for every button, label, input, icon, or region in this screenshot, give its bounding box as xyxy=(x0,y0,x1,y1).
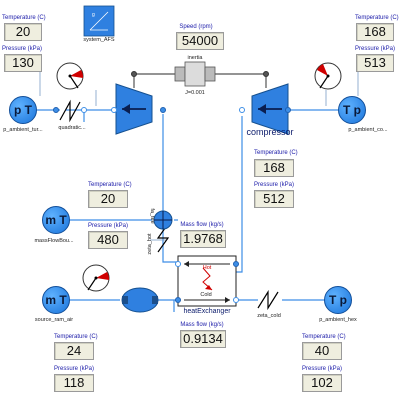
p-ambient-hex-label: p_ambient_hex xyxy=(319,317,357,323)
top-left-temperature-display: 20 xyxy=(4,23,42,41)
mass-flow-boundary[interactable]: m T xyxy=(42,206,70,234)
bottom-right-temperature-display: 40 xyxy=(302,342,342,360)
compressor-symbol xyxy=(251,83,289,135)
inertia-param-label: J=0.001 xyxy=(185,90,205,96)
turbine-symbol xyxy=(115,83,153,135)
quadratic-resistor-symbol xyxy=(59,99,81,123)
bottom-left-pressure-display: 118 xyxy=(54,374,94,392)
compressor-temperature-display: 168 xyxy=(254,159,294,177)
compressor-label: compressor xyxy=(246,127,294,137)
top-right-pressure-display: 513 xyxy=(356,54,394,72)
compressor-outlet-port[interactable] xyxy=(239,107,245,113)
bottom-right-pressure-label: Pressure (kPa) xyxy=(302,366,343,372)
bottom-right-temperature-label: Temperature (C) xyxy=(302,334,346,340)
hex-cold-outlet-port[interactable] xyxy=(233,297,239,303)
signal-connections xyxy=(39,62,359,241)
ram-air-volume-symbol xyxy=(121,287,159,313)
bottom-left-pressure-label: Pressure (kPa) xyxy=(54,366,95,372)
top-left-pressure-display: 130 xyxy=(4,54,42,72)
p-ambient-co-label: p_ambient_co... xyxy=(348,127,388,133)
zeta-hot-label: zeta_hot xyxy=(147,233,153,255)
compressor-pressure-display: 512 xyxy=(254,190,294,208)
hex-cold-inlet-port[interactable] xyxy=(175,297,181,303)
hot-mass-flow-label: Mass flow (kg/s) xyxy=(180,222,224,228)
mid-left-temperature-display: 20 xyxy=(88,190,128,208)
mid-left-temperature-label: Temperature (C) xyxy=(88,182,132,188)
hex-hot-inlet-port[interactable] xyxy=(233,261,239,267)
zeta-cold-label: zeta_cold xyxy=(257,313,281,319)
cold-label: Cold xyxy=(200,292,212,298)
shaft-left-port[interactable] xyxy=(131,71,137,77)
inertia-symbol xyxy=(174,61,216,87)
mass-flow-boundary-label: massFlowBou... xyxy=(34,238,74,244)
cold-mass-flow-display: 0.9134 xyxy=(180,330,226,348)
top-right-temperature-display: 168 xyxy=(356,23,394,41)
system-afs-label: system_AFS xyxy=(83,37,115,43)
p-ambient-co-boundary[interactable]: T p xyxy=(338,96,366,124)
top-left-temperature-label: Temperature (C) xyxy=(2,15,46,21)
cold-mass-flow-label: Mass flow (kg/s) xyxy=(180,322,224,328)
mid-left-pressure-display: 480 xyxy=(88,231,128,249)
speed-display: 54000 xyxy=(176,32,224,50)
system-afs-symbol: g xyxy=(83,5,115,37)
gauge-left-symbol xyxy=(56,62,84,90)
bottom-left-temperature-display: 24 xyxy=(54,342,94,360)
heat-exchanger-symbol xyxy=(177,255,237,307)
hot-label: Hot xyxy=(202,265,212,271)
tee-junction-symbol xyxy=(153,210,173,230)
quadratic-label: quadratic... xyxy=(58,125,86,131)
source-ram-air-label: source_ram_air xyxy=(34,317,74,323)
top-right-pressure-label: Pressure (kPa) xyxy=(355,46,396,52)
mid-left-pressure-label: Pressure (kPa) xyxy=(88,223,129,229)
gauge-bottom-symbol xyxy=(82,264,110,292)
compressor-temperature-label: Temperature (C) xyxy=(254,150,298,156)
quadratic-inlet-port[interactable] xyxy=(53,107,59,113)
compressor-pressure-label: Pressure (kPa) xyxy=(254,182,295,188)
shaft-right-port[interactable] xyxy=(263,71,269,77)
hot-mass-flow-display: 1.9768 xyxy=(180,230,226,248)
inertia-label: inertia xyxy=(187,55,203,61)
p-ambient-tur-label: p_ambient_tur... xyxy=(3,127,43,133)
speed-label: Speed (rpm) xyxy=(179,24,213,30)
zeta-cold-resistor-symbol xyxy=(257,289,279,311)
bottom-right-pressure-display: 102 xyxy=(302,374,342,392)
svg-text:g: g xyxy=(92,12,95,18)
bottom-left-temperature-label: Temperature (C) xyxy=(54,334,98,340)
compressor-inlet-port[interactable] xyxy=(285,107,291,113)
heat-exchanger-label: heatExchanger xyxy=(183,308,231,315)
p-ambient-hex-boundary[interactable]: T p xyxy=(324,286,352,314)
tee-label: fa_tee xyxy=(149,208,155,224)
top-left-pressure-label: Pressure (kPa) xyxy=(2,46,43,52)
turbine-inlet-port[interactable] xyxy=(111,107,117,113)
source-ram-air-boundary[interactable]: m T xyxy=(42,286,70,314)
zeta-hot-resistor-symbol xyxy=(156,223,170,253)
p-ambient-tur-boundary[interactable]: p T xyxy=(9,96,37,124)
hex-hot-outlet-port[interactable] xyxy=(175,261,181,267)
gauge-right-symbol xyxy=(314,62,342,90)
quadratic-outlet-port[interactable] xyxy=(81,107,87,113)
top-right-temperature-label: Temperature (C) xyxy=(355,15,399,21)
turbine-outlet-port[interactable] xyxy=(160,107,166,113)
